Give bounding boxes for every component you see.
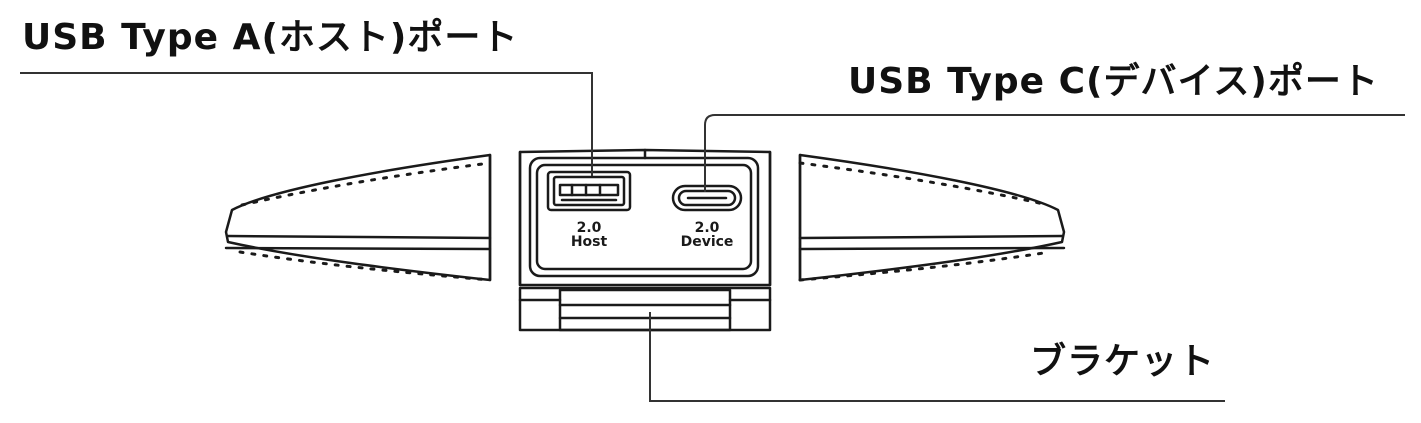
usb-c-version-label: 2.0 [695,220,720,236]
bracket-callout-label: ブラケット [1030,341,1216,382]
usb-c-leader-line [704,114,1405,192]
usb-c-port [671,184,743,212]
usb-a-leader-line [20,72,593,176]
usb-a-callout-label: USB Type A(ホスト)ポート [22,17,519,58]
usb-a-role-label: Host [571,234,608,250]
center-housing [518,148,772,287]
usb-a-port [546,170,632,212]
usb-c-callout-label: USB Type C(デバイス)ポート [848,61,1379,102]
bracket [518,286,772,332]
usb-a-version-label: 2.0 [577,220,602,236]
bracket-leader-line [649,312,1225,402]
right-wing [768,150,1066,287]
left-wing [224,150,522,287]
usb-c-role-label: Device [681,234,734,250]
